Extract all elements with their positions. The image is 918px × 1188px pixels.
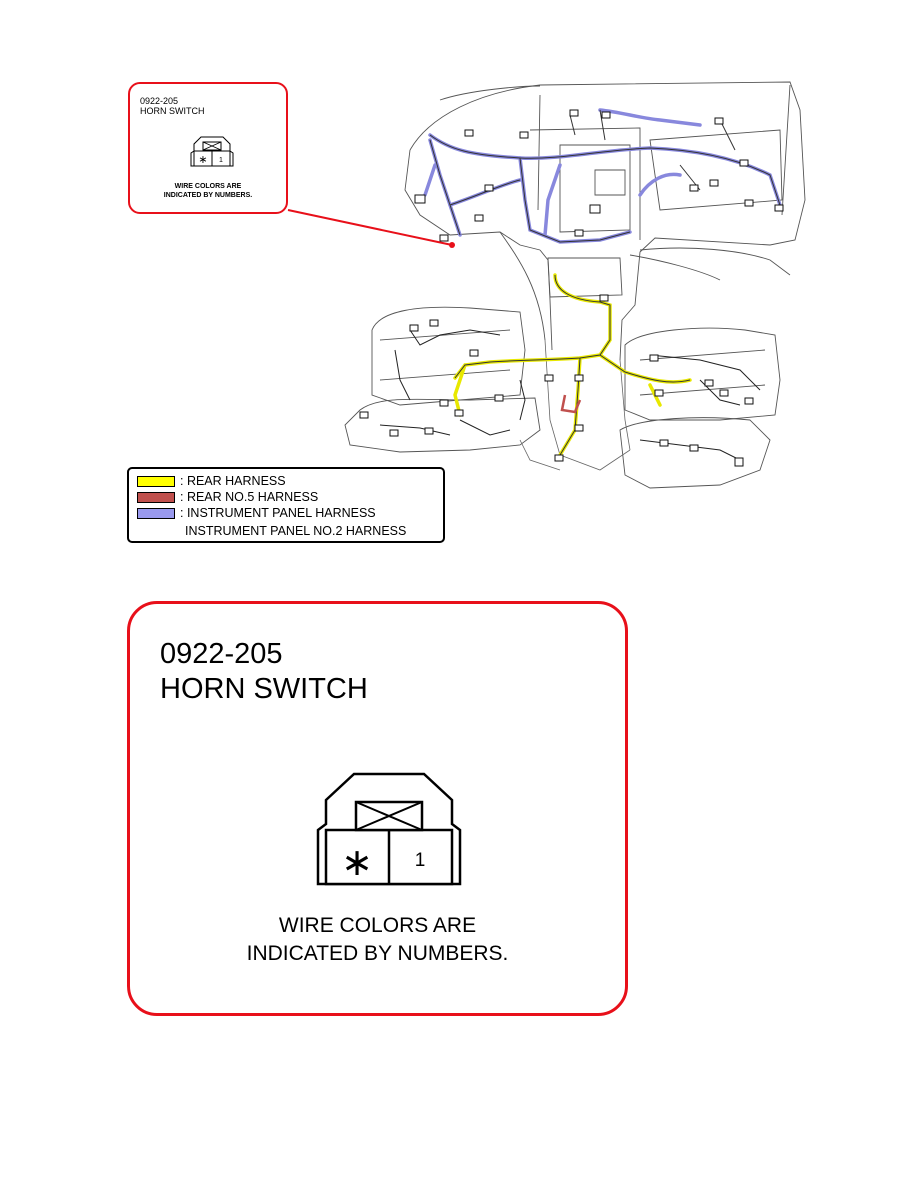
legend-item-instrument-panel-harness: : INSTRUMENT PANEL HARNESS xyxy=(137,505,376,521)
instrument-panel-harness xyxy=(423,108,782,244)
connector-face-small: ∗ 1 xyxy=(190,136,234,167)
connector-callout-large: 0922-205 HORN SWITCH ∗ 1 WIRE COLORS ARE… xyxy=(127,601,628,1016)
connector-symbols xyxy=(359,109,784,467)
callout-leader-line xyxy=(287,209,453,246)
legend-label: : REAR NO.5 HARNESS xyxy=(180,490,319,504)
connector-callout-small: 0922-205 HORN SWITCH ∗ 1 WIRE COLORS ARE… xyxy=(128,82,288,214)
legend-swatch xyxy=(137,475,175,487)
connector-face-large: ∗ 1 xyxy=(316,772,462,886)
legend-item-rear-no5-harness: : REAR NO.5 HARNESS xyxy=(137,489,318,505)
right-seat-outline xyxy=(619,327,781,489)
rear-no5-harness xyxy=(560,394,582,414)
instrument-panel-harness-thin xyxy=(429,109,781,243)
connector-name: HORN SWITCH xyxy=(160,673,368,705)
legend-swatch xyxy=(137,507,175,519)
harness-legend: : REAR HARNESS : REAR NO.5 HARNESS : INS… xyxy=(127,467,445,543)
pin-1: 1 xyxy=(219,157,223,164)
legend-item-rear-harness: : REAR HARNESS xyxy=(137,473,286,489)
floor-outline xyxy=(519,339,631,471)
dashboard-outline xyxy=(404,81,806,361)
pin-asterisk: ∗ xyxy=(198,154,207,166)
vehicle-harness-diagram xyxy=(287,81,806,489)
pin-1: 1 xyxy=(415,850,426,871)
legend-label: : INSTRUMENT PANEL HARNESS xyxy=(180,506,376,520)
rear-harness-thin xyxy=(454,274,691,456)
pin-asterisk: ∗ xyxy=(341,842,373,884)
legend-swatch xyxy=(137,491,175,503)
connector-name: HORN SWITCH xyxy=(140,106,205,116)
connector-code: 0922-205 xyxy=(140,96,179,106)
connector-code: 0922-205 xyxy=(160,638,283,670)
wire-colors-note: WIRE COLORS ARE INDICATED BY NUMBERS. xyxy=(246,914,509,965)
legend-label: : REAR HARNESS xyxy=(180,474,286,488)
legend-continuation-label: INSTRUMENT PANEL NO.2 HARNESS xyxy=(185,524,407,538)
left-seat-outline xyxy=(344,306,541,453)
wire-colors-note: WIRE COLORS ARE INDICATED BY NUMBERS. xyxy=(163,183,253,199)
horn-switch-location-marker xyxy=(449,242,455,248)
rear-harness xyxy=(453,273,692,457)
